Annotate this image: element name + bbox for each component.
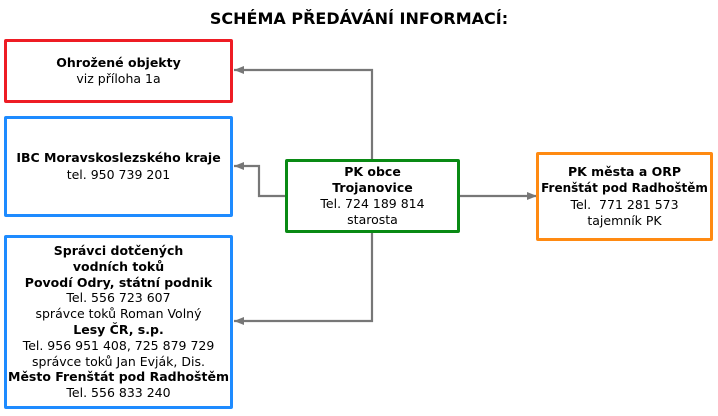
- node-pk-obce: PK obce Trojanovice Tel. 724 189 814 sta…: [285, 159, 460, 233]
- node-role: tajemník PK: [587, 212, 662, 228]
- org-name: Město Frenštát pod Radhoštěm: [8, 369, 229, 385]
- org-name: Lesy ČR, s.p.: [73, 322, 164, 337]
- node-tel: tel. 950 739 201: [66, 166, 171, 182]
- node-title: IBC Moravskoslezského kraje: [16, 150, 221, 166]
- node-tel: Tel. 724 189 814: [320, 196, 425, 211]
- org-person: správce toků Jan Evják, Dis.: [32, 353, 205, 369]
- node-title: Frenštát pod Radhoštěm: [541, 181, 708, 196]
- node-spravci-toku: Správci dotčených vodních toků Povodí Od…: [4, 235, 233, 409]
- arrow-to-spravci: [234, 232, 374, 325]
- org-name: Povodí Odry, státní podnik: [24, 274, 213, 290]
- node-title: vodních toků: [72, 258, 165, 274]
- diagram-title: SCHÉMA PŘEDÁVÁNÍ INFORMACÍ:: [209, 9, 509, 28]
- node-title: PK města a ORP: [567, 164, 682, 180]
- arrow-to-ibc: [234, 162, 286, 198]
- node-text: viz příloha 1a: [76, 71, 161, 86]
- node-title: PK obce: [344, 163, 401, 179]
- node-role: starosta: [347, 212, 398, 228]
- node-title: Správci dotčených: [53, 243, 184, 259]
- node-ohrozene-objekty: Ohrožené objekty viz příloha 1a: [4, 39, 233, 103]
- org-tel: Tel. 556 833 240: [66, 385, 171, 401]
- arrow-to-ohrozene: [234, 66, 374, 160]
- org-tel: Tel. 956 951 408, 725 879 729: [22, 337, 215, 353]
- node-title: Trojanovice: [332, 179, 413, 195]
- node-ibc: IBC Moravskoslezského kraje tel. 950 739…: [4, 116, 233, 217]
- node-pk-orp: PK města a ORP Frenštát pod Radhoštěm Te…: [536, 152, 713, 241]
- node-tel: Tel. 771 281 573: [570, 196, 679, 212]
- org-person: správce toků Roman Volný: [35, 306, 202, 322]
- node-title: Ohrožené objekty: [56, 54, 181, 70]
- org-tel: Tel. 556 723 607: [66, 290, 171, 306]
